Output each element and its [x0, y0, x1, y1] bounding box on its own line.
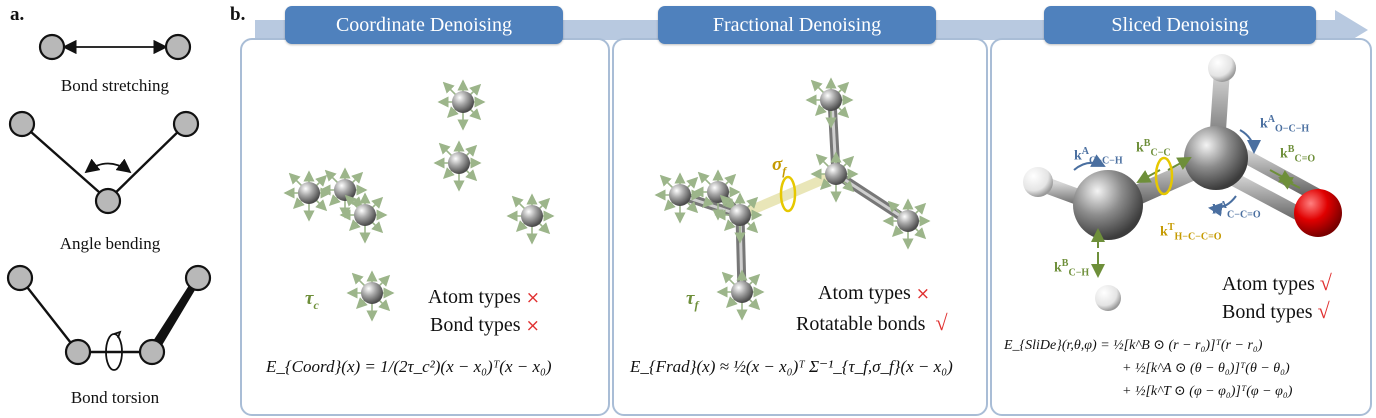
noisy-atom: [716, 269, 765, 321]
noisy-atom: [346, 270, 395, 322]
tau-f-symbol: τf: [686, 288, 699, 312]
legend-atom-types-coord: Atom types ×: [428, 286, 541, 308]
caption-angle-bending: Angle bending: [59, 234, 161, 253]
formula-slide-line-3: + ½[k^T ⊙ (φ − φ₀)]ᵀ(φ − φ₀): [1122, 384, 1293, 399]
noisy-atom: [506, 193, 555, 245]
panel-b-label: b.: [230, 4, 246, 25]
bond-stretching-diagram: [38, 33, 192, 61]
noisy-atom: [805, 77, 854, 129]
noisy-atom: [654, 172, 703, 224]
noisy-atom: [714, 192, 763, 244]
legend-bond-types-coord: Bond types ×: [430, 314, 540, 336]
formula-frad: E_{Frad}(x) ≈ ½(x − x₀)ᵀ Σ⁻¹_{τ_f,σ_f}(x…: [630, 357, 953, 376]
k-ch-label: kBC−H: [1054, 258, 1090, 279]
header-sliced-denoising: Sliced Denoising: [1044, 6, 1316, 44]
legend-rotatable-bonds: Rotatable bonds √: [796, 310, 948, 335]
caption-bond-stretching: Bond stretching: [60, 76, 170, 95]
header-coordinate-denoising: Coordinate Denoising: [285, 6, 563, 44]
noisy-atom: [437, 79, 486, 131]
sigma-f-symbol: σf: [772, 154, 787, 178]
angle-bending-diagram: [8, 110, 200, 215]
coordinate-atoms: [283, 79, 555, 322]
formula-coord: E_{Coord}(x) = 1/(2τ_c²)(x − x₀)ᵀ(x − x₀…: [266, 357, 552, 376]
sliced-molecule: [1023, 54, 1342, 311]
coordinate-panel: [240, 38, 610, 416]
legend-bond-types-slide: Bond types √: [1222, 298, 1330, 323]
k-co-label: kBC=O: [1280, 144, 1316, 165]
formula-slide-line-2: + ½[k^A ⊙ (θ − θ₀)]ᵀ(θ − θ₀): [1122, 361, 1290, 376]
caption-bond-torsion: Bond torsion: [70, 388, 160, 407]
fractional-atoms: [654, 77, 931, 321]
k-cc-label: kBC−C: [1136, 138, 1171, 159]
bond-torsion-diagram: [6, 264, 212, 371]
k-cch-label: kAC−C−H: [1074, 146, 1123, 167]
header-fractional-denoising: Fractional Denoising: [658, 6, 936, 44]
k-hcco-label: kTH−C−C=O: [1160, 222, 1222, 243]
k-cco-label: kAC−C=O: [1212, 200, 1261, 221]
panel-a-diagrams: [6, 33, 212, 371]
noisy-atom: [339, 192, 388, 244]
noisy-atom: [433, 140, 482, 192]
noisy-atom: [810, 151, 859, 203]
legend-atom-types-slide: Atom types √: [1222, 270, 1332, 295]
noisy-atom: [283, 170, 332, 222]
noisy-atom: [882, 198, 931, 250]
formula-slide-line-1: E_{SliDe}(r,θ,φ) = ½[k^B ⊙ (r − r₀)]ᵀ(r …: [1004, 338, 1263, 353]
fractional-panel: [612, 38, 988, 416]
legend-atom-types-frad: Atom types ×: [818, 282, 931, 304]
k-och-label: kAO−C−H: [1260, 114, 1310, 135]
panel-a-label: a.: [10, 4, 25, 25]
tau-c-symbol: τc: [305, 288, 319, 312]
